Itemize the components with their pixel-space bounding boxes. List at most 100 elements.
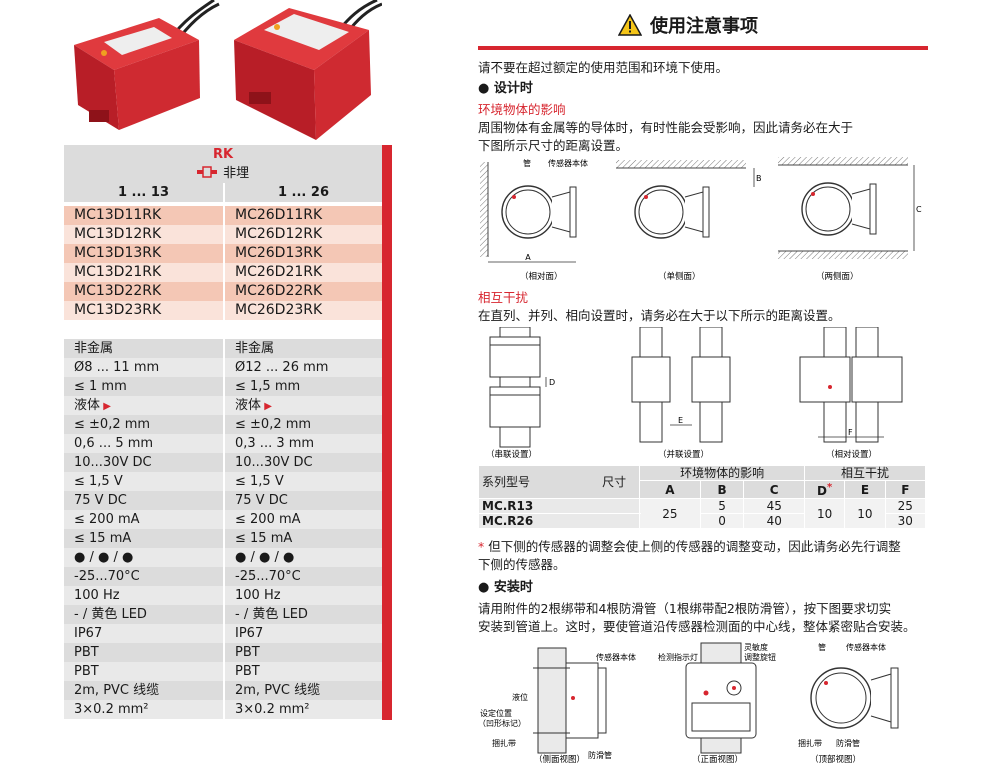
mutual-cap-1: （串联设置）: [486, 449, 537, 460]
spec-text: 液体: [74, 398, 101, 413]
spec-text: 10...30V DC: [74, 455, 152, 470]
spec-cell: PBT: [223, 643, 382, 662]
spec-cell: Ø12 ... 26 mm: [223, 358, 382, 377]
col-d: D*: [803, 480, 846, 499]
model-cell: MC26D11RK: [223, 206, 382, 225]
spec-text: 100 Hz: [74, 588, 120, 603]
cell-f2: 30: [884, 513, 927, 529]
spec-cell: 液体 ▶: [64, 396, 223, 415]
spec-text: ≤ 15 mA: [235, 531, 293, 546]
accent-bar: [382, 145, 392, 720]
mutual-diagram-series: D （串联设置）: [486, 327, 555, 460]
spec-text: 3×0.2 mm²: [235, 702, 310, 717]
spec-cell: ≤ 1,5 mm: [223, 377, 382, 396]
mounting-row: 非埋: [64, 164, 382, 183]
spec-cell: ● / ● / ●: [223, 548, 382, 567]
spec-row: 0,6 ... 5 mm 0,3 ... 3 mm: [64, 434, 382, 453]
family-label: RK: [64, 145, 382, 164]
spec-text: 2m, PVC 线缆: [74, 683, 160, 698]
spec-cell: ≤ 1,5 V: [64, 472, 223, 491]
spec-text: PBT: [235, 645, 260, 660]
spec-text: 100 Hz: [235, 588, 281, 603]
spec-row: 2m, PVC 线缆 2m, PVC 线缆: [64, 681, 382, 700]
spec-text: ≤ ±0,2 mm: [235, 417, 312, 432]
spec-row: 75 V DC 75 V DC: [64, 491, 382, 510]
spec-row: PBT PBT: [64, 662, 382, 681]
spec-row: ● / ● / ●● / ● / ●: [64, 548, 382, 567]
label-tube-2: 防滑管: [836, 738, 860, 748]
spec-text: 2m, PVC 线缆: [235, 683, 321, 698]
spec-text: -25...70°C: [74, 569, 140, 584]
col-f: F: [884, 480, 927, 499]
size-label: 尺寸: [602, 475, 627, 489]
spec-cell: 2m, PVC 线缆: [64, 681, 223, 700]
warning-icon: [618, 14, 642, 36]
label-sens-2: 调整旋钮: [744, 652, 776, 662]
spec-row: -25...70°C-25...70°C: [64, 567, 382, 586]
spec-cell: 100 Hz: [64, 586, 223, 605]
cell-f1: 25: [884, 498, 927, 514]
label-d: D: [549, 378, 555, 387]
cell-b1: 5: [699, 498, 745, 514]
range-col2: 1 ... 26: [223, 183, 382, 202]
spec-cell: 100 Hz: [223, 586, 382, 605]
install-text-1: 请用附件的2根绑带和4根防滑管（1根绑带配2根防滑管），按下图要求切实: [478, 601, 892, 616]
spec-cell: PBT: [64, 662, 223, 681]
spec-cell: 75 V DC: [64, 491, 223, 510]
mutual-text: 在直列、并列、相向设置时，请务必在大于以下所示的距离设置。: [478, 308, 841, 323]
model-cell: MC26D23RK: [223, 301, 382, 320]
label-b: B: [756, 174, 762, 183]
mutual-cap-3: （相对设置）: [826, 449, 877, 460]
label-install-body: 传感器本体: [596, 652, 636, 662]
spec-cell: ≤ 15 mA: [64, 529, 223, 548]
spec-text: IP67: [235, 626, 264, 641]
spec-text: ≤ 15 mA: [74, 531, 132, 546]
spec-cell: ≤ ±0,2 mm: [223, 415, 382, 434]
spec-row: ≤ 200 mA≤ 200 mA: [64, 510, 382, 529]
spec-text: 75 V DC: [235, 493, 288, 508]
group-env: 环境物体的影响: [639, 465, 805, 481]
spec-text: 0,3 ... 3 mm: [235, 436, 315, 451]
spec-cell: 0,6 ... 5 mm: [64, 434, 223, 453]
cell-c2: 40: [743, 513, 805, 529]
spec-cell: - / 黄色 LED: [64, 605, 223, 624]
spec-row: 3×0.2 mm² 3×0.2 mm²: [64, 700, 382, 719]
install-heading: ● 安装时: [478, 580, 533, 595]
spec-text: PBT: [235, 664, 260, 679]
label-e: E: [678, 416, 683, 425]
cell-d: 10: [803, 498, 846, 529]
spec-cell: 3×0.2 mm²: [64, 700, 223, 719]
spec-cell: 75 V DC: [223, 491, 382, 510]
label-a: A: [525, 253, 531, 262]
install-text-2: 安装到管道上。这时，要使管道沿传感器检测面的中心线，整体紧密贴合安装。: [478, 619, 916, 634]
spec-text: 0,6 ... 5 mm: [74, 436, 154, 451]
page-title: 使用注意事项: [618, 12, 758, 38]
label-pipe: 管: [523, 158, 531, 168]
table-corner: 系列型号 尺寸: [477, 465, 641, 499]
spec-cell: Ø8 ... 11 mm: [64, 358, 223, 377]
model-cell: MC13D12RK: [64, 225, 223, 244]
label-strap-2: 捆扎带: [798, 738, 822, 748]
spec-cell: 10...30V DC: [223, 453, 382, 472]
model-cell: MC13D22RK: [64, 282, 223, 301]
spec-cell: 0,3 ... 3 mm: [223, 434, 382, 453]
env-text-2: 下图所示尺寸的距离设置。: [478, 138, 629, 153]
spec-cell: 液体 ▶: [223, 396, 382, 415]
env-cap-1: （相对面）: [520, 271, 563, 282]
env-diagram-single: B （单侧面）: [616, 160, 762, 282]
usage-notes: 使用注意事项 请不要在超过额定的使用范围和环境下使用。 ● 设计时 环境物体的影…: [477, 0, 928, 768]
install-front-view: 检测指示灯 灵敏度 调整旋钮 （正面视图）: [658, 642, 776, 765]
label-led: 检测指示灯: [658, 652, 698, 662]
spec-text: ≤ 200 mA: [235, 512, 301, 527]
spec-cell: 10...30V DC: [64, 453, 223, 472]
spec-row: 100 Hz 100 Hz: [64, 586, 382, 605]
spec-row: 10...30V DC 10...30V DC: [64, 453, 382, 472]
spec-cell: ≤ 1,5 V: [223, 472, 382, 491]
